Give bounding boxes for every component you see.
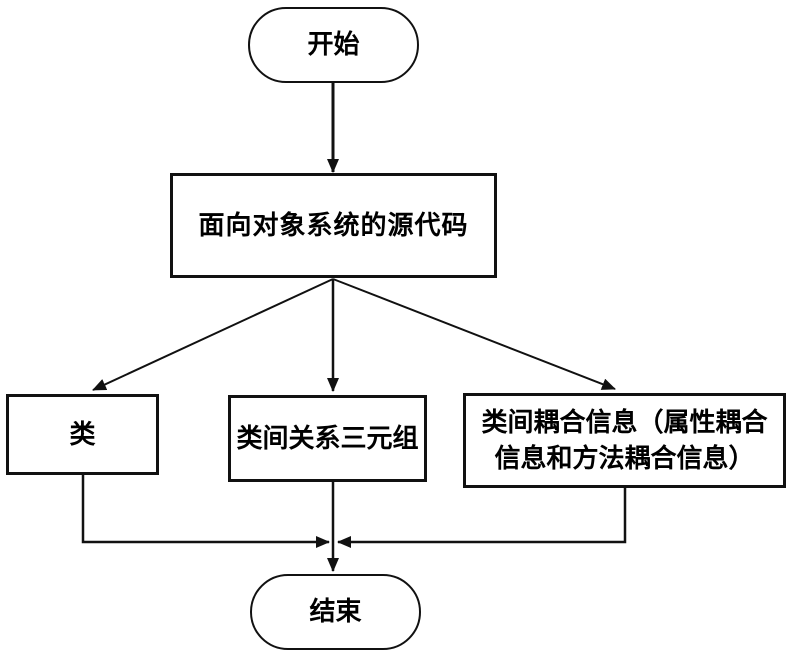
node-coupling-info-label-line2: 信息和方法耦合信息） (494, 442, 755, 473)
edge-class-junction (81, 475, 330, 548)
node-relation-triple-label: 类间关系三元组 (236, 422, 419, 453)
node-source-code-label: 面向对象系统的源代码 (198, 209, 469, 240)
node-class: 类 (6, 394, 159, 475)
node-start-label: 开始 (307, 29, 360, 60)
node-class-label: 类 (69, 418, 96, 449)
edge-coupling-junction (337, 488, 627, 548)
node-coupling-info: 类间耦合信息（属性耦合 信息和方法耦合信息） (463, 393, 786, 488)
node-end-label: 结束 (309, 596, 362, 627)
node-source-code: 面向对象系统的源代码 (170, 173, 497, 278)
node-coupling-info-label-line1: 类间耦合信息（属性耦合 (481, 407, 768, 438)
edge-source-coupling (332, 278, 616, 390)
node-relation-triple: 类间关系三元组 (228, 395, 427, 482)
node-end: 结束 (250, 574, 421, 650)
node-start: 开始 (248, 7, 419, 83)
edge-source-class (92, 278, 334, 391)
